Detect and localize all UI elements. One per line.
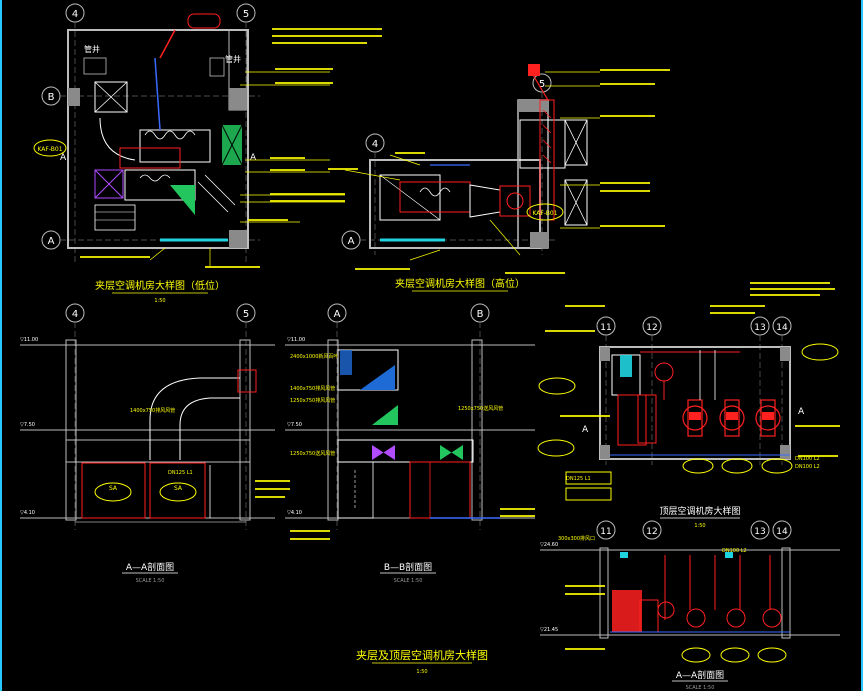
grid-label: 5 (243, 309, 249, 320)
drawing-title: A—A剖面图 (676, 669, 724, 681)
grid-label: 4 (72, 309, 78, 320)
section-aa-left: 4 5 ▽11.00 ▽7.50 ▽4.10 SA SA 1400x750排风风… (20, 303, 290, 584)
section-mark: A (582, 425, 589, 435)
equipment-tag: SA (109, 485, 118, 492)
grid-label: 12 (646, 527, 657, 537)
equipment-tag: KAF-B01 (37, 146, 62, 153)
sheet-right-edge (861, 0, 863, 691)
drawing-title: 夹层空调机房大样图（高位） (395, 277, 525, 290)
plan-mezzanine-low: 4 5 B A 管井 管井 (33, 3, 382, 304)
drawing-title: A—A剖面图 (126, 561, 174, 573)
callout: DN100 L2 (795, 464, 820, 470)
grid-label: A (48, 236, 55, 247)
elevation-mark: ▽11.00 (287, 337, 305, 343)
elevation-mark: ▽7.50 (287, 422, 302, 428)
drawing-scale: SCALE 1:50 (136, 578, 165, 584)
grid-label: B (477, 309, 484, 320)
callout: 1250x750送风风管 (290, 450, 335, 457)
callout: 1250x750排风风管 (290, 397, 335, 404)
equipment-tag: SA (174, 485, 183, 492)
plan-roof: 11 12 13 14 (537, 282, 840, 529)
section-aa-right: 11 12 13 14 ▽24.60 ▽21.45 30 (540, 520, 840, 691)
drawing-scale: SCALE 1:50 (394, 578, 423, 584)
sheet-scale: 1:50 (416, 669, 427, 675)
grid-label: 12 (646, 323, 657, 333)
plan-mezzanine-high: 4 5 A KAF-B01 (328, 64, 670, 292)
equipment-tag: KAF-B01 (532, 210, 557, 217)
grid-label: 11 (600, 527, 611, 537)
callout: 1400x750排风风管 (130, 407, 175, 414)
sheet-title: 夹层及顶层空调机房大样图 (356, 648, 488, 662)
elevation-mark: ▽4.10 (287, 510, 302, 516)
callout: 1250x750送风风管 (458, 405, 503, 412)
grid-label: A (348, 236, 355, 247)
callout: DN100 L2 (795, 456, 820, 462)
section-mark: A (60, 153, 67, 163)
grid-label: A (334, 309, 341, 320)
callout: DN100 L2 (722, 548, 747, 554)
grid-label: B (48, 92, 55, 103)
grid-label: 5 (243, 9, 249, 20)
grid-label: 5 (539, 79, 545, 90)
grid-label: 14 (776, 323, 788, 333)
drawing-title: 夹层空调机房大样图（低位） (95, 279, 225, 292)
elevation-mark: ▽21.45 (540, 627, 558, 633)
elevation-mark: ▽11.00 (20, 337, 38, 343)
elevation-mark: ▽4.10 (20, 510, 35, 516)
shaft-label: 管井 (84, 44, 100, 54)
grid-label: 14 (776, 527, 788, 537)
elevation-mark: ▽7.50 (20, 422, 35, 428)
callout: 300x300排风口 (558, 535, 595, 542)
grid-label: 4 (372, 139, 378, 150)
callout: 2400x1000新风百叶 (290, 353, 338, 360)
section-bb: A B ▽11.00 ▽7.50 ▽4.10 2400x1000新风百叶 140… (285, 303, 535, 584)
grid-label: 11 (600, 323, 611, 333)
drawing-scale: 1:50 (154, 298, 165, 304)
callout: 1400x750排风风管 (290, 385, 335, 392)
drawing-title: 顶层空调机房大样图 (659, 505, 740, 517)
drawing-title: B—B剖面图 (384, 561, 432, 573)
grid-label: 4 (72, 9, 78, 20)
grid-label: 13 (754, 323, 765, 333)
callout: DN125 L1 (566, 476, 591, 482)
elevation-mark: ▽24.60 (540, 542, 558, 548)
drawing-scale: 1:50 (694, 523, 705, 529)
sheet-title-block: 夹层及顶层空调机房大样图 1:50 (356, 648, 488, 675)
section-mark: A (250, 153, 257, 163)
section-mark: A (798, 407, 805, 417)
sheet-left-edge (0, 0, 2, 691)
drawing-scale: SCALE 1:50 (686, 685, 715, 691)
callout: DN125 L1 (168, 470, 193, 476)
shaft-label: 管井 (225, 54, 241, 64)
grid-label: 13 (754, 527, 765, 537)
